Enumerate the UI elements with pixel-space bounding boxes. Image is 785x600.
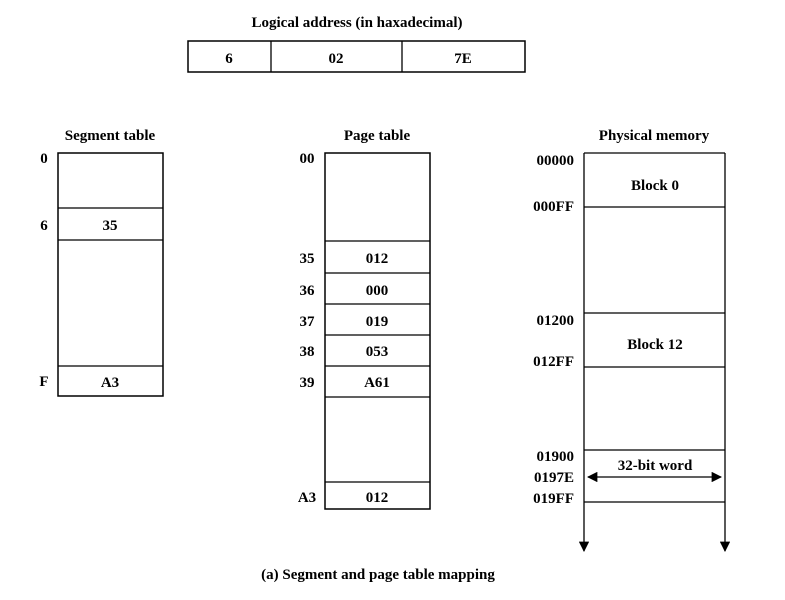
page-entry: 053 [366, 344, 389, 360]
page-entry: 012 [366, 251, 389, 267]
physical-memory-title: Physical memory [599, 128, 710, 144]
logical-address-title: Logical address (in haxadecimal) [252, 15, 463, 31]
figure-caption: (a) Segment and page table mapping [261, 567, 495, 583]
block-label: Block 12 [627, 337, 682, 353]
segment-index-label: F [39, 374, 48, 390]
page-index-label: 36 [300, 283, 316, 299]
memory-address-label: 00000 [537, 153, 575, 169]
memory-address-label: 01900 [537, 449, 575, 465]
segment-field: 6 [225, 51, 233, 67]
memory-address-label: 01200 [537, 313, 575, 329]
segment-table: Segment table 0 6 F 35 A3 [39, 128, 164, 397]
page-table-title: Page table [344, 128, 411, 144]
segment-entry: A3 [101, 375, 119, 391]
logical-address-box [187, 40, 526, 73]
segment-entry: 35 [103, 218, 118, 234]
page-entry: A61 [364, 375, 390, 391]
memory-address-label: 012FF [533, 354, 574, 370]
segment-index-label: 0 [40, 151, 48, 167]
logical-address: Logical address (in haxadecimal) 6 02 7E [187, 15, 526, 73]
offset-field: 7E [454, 51, 472, 67]
page-table-box [324, 152, 431, 510]
segment-index-label: 6 [40, 218, 48, 234]
page-entry: 012 [366, 490, 389, 506]
memory-address-label: 000FF [533, 199, 574, 215]
segment-table-box [57, 152, 164, 397]
physical-memory: Physical memory Block 0 Block 12 32-bit … [533, 128, 731, 553]
word-label: 32-bit word [618, 458, 693, 474]
page-field: 02 [329, 51, 344, 67]
page-index-label: A3 [298, 490, 316, 506]
page-index-label: 00 [300, 151, 315, 167]
page-entry: 019 [366, 314, 389, 330]
page-index-label: 38 [300, 344, 315, 360]
page-table: Page table 00 35 36 37 38 39 A3 012 000 … [298, 128, 431, 510]
page-index-label: 35 [300, 251, 315, 267]
page-index-label: 39 [300, 375, 315, 391]
block-label: Block 0 [631, 178, 679, 194]
memory-address-label: 0197E [534, 470, 574, 486]
segment-table-title: Segment table [65, 128, 156, 144]
page-index-label: 37 [300, 314, 316, 330]
page-entry: 000 [366, 283, 389, 299]
memory-address-label: 019FF [533, 491, 574, 507]
